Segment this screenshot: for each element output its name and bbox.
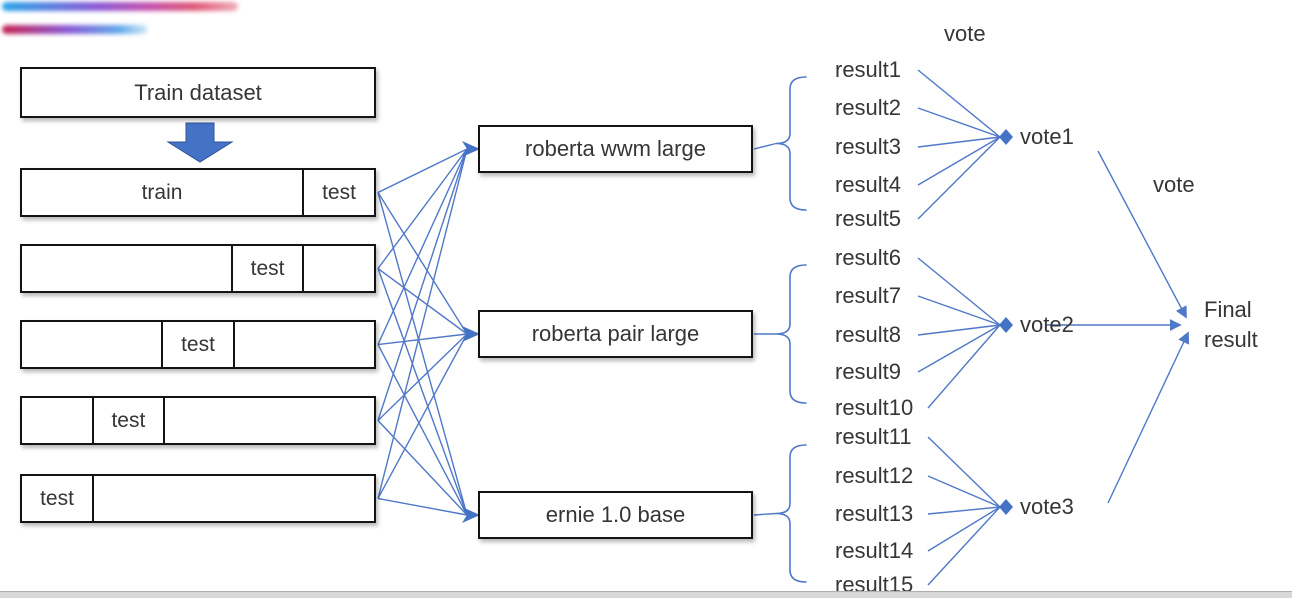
fold-cell-test: test <box>161 322 233 367</box>
result-label: result8 <box>835 322 902 347</box>
result-label: result14 <box>835 538 914 563</box>
fold-row-3: test <box>20 320 376 369</box>
fold-cell-train: train <box>22 170 302 215</box>
fold-cell-label: train <box>141 180 183 204</box>
result-label: result13 <box>835 501 914 526</box>
model-label: ernie 1.0 base <box>545 502 686 527</box>
model-box-3: ernie 1.0 base <box>478 491 753 539</box>
window-bottom-edge <box>0 591 1292 598</box>
vote-node-3: vote3 <box>1020 494 1074 519</box>
fold-cell-label: test <box>40 486 74 510</box>
fold-cell-label: test <box>250 256 285 280</box>
fold-cell-test: test <box>302 170 374 215</box>
fold-row-2: test <box>20 244 376 293</box>
train-dataset-box: Train dataset <box>20 67 376 118</box>
fold-cell-label: test <box>111 408 146 432</box>
model-box-2: roberta pair large <box>478 310 753 358</box>
result-label: result10 <box>835 395 914 420</box>
model-label: roberta pair large <box>531 321 700 346</box>
fold-row-1: train test <box>20 168 376 217</box>
model-box-1: roberta wwm large <box>478 125 753 173</box>
fold-cell-label: test <box>322 180 356 204</box>
result-label: result1 <box>835 57 902 82</box>
result-label: result11 <box>835 424 912 449</box>
vote-label-top: vote <box>944 21 986 46</box>
fold-row-4: test <box>20 396 376 445</box>
result-label: result2 <box>835 95 902 120</box>
result-label: result12 <box>835 463 914 488</box>
fold-row-5: test <box>20 474 376 523</box>
fold-cell-label: test <box>181 332 215 356</box>
result-label: result9 <box>835 359 902 384</box>
result-label: result3 <box>835 134 902 159</box>
fold-cell-test: test <box>230 246 303 291</box>
vote-label-right: vote <box>1153 172 1195 197</box>
fold-cell-empty <box>163 398 374 443</box>
fold-cell-empty <box>92 476 374 521</box>
redacted-gradient-line-1 <box>2 2 238 11</box>
result-label: result5 <box>835 206 902 231</box>
result-label: result7 <box>835 283 902 308</box>
redacted-gradient-line-2 <box>2 25 148 34</box>
train-dataset-label: Train dataset <box>134 79 262 105</box>
fold-cell-empty <box>22 322 161 367</box>
fold-cell-empty <box>22 398 92 443</box>
fold-cell-empty <box>302 246 374 291</box>
fold-cell-test: test <box>91 398 164 443</box>
fold-cell-test: test <box>22 476 92 521</box>
fold-cell-empty <box>22 246 231 291</box>
vote-node-1: vote1 <box>1020 124 1074 149</box>
model-label: roberta wwm large <box>525 136 706 161</box>
fold-cell-empty <box>232 322 374 367</box>
result-label: result4 <box>835 172 902 197</box>
result-label: result6 <box>835 245 902 270</box>
vote-node-2: vote2 <box>1020 312 1074 337</box>
final-result-label: Final result <box>1204 297 1258 352</box>
